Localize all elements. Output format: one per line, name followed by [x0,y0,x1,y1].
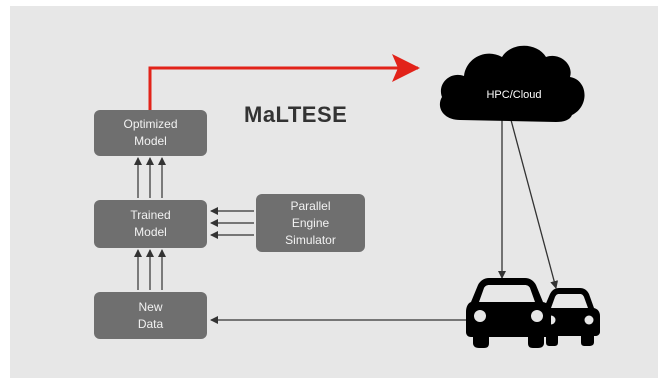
simulator-label-line3: Simulator [285,232,336,247]
arrow-cloud-to-car2 [510,119,559,289]
diagram-title: MaLTESE [244,102,348,127]
cloud-label: HPC/Cloud [486,89,542,101]
parallel-engine-simulator-node: Parallel Engine Simulator [256,194,365,252]
optimized-model-label-line1: Optimized [123,117,178,131]
trained-model-label-line1: Trained [130,208,171,222]
new-data-label-line2: Data [137,316,164,331]
new-data-label-line1: New [138,299,163,314]
red-arrow-to-cloud [148,54,420,110]
optimized-model-node: Optimized Model [94,110,207,156]
optimized-model-label-line2: Model [134,134,167,148]
trained-model-label-line2: Model [134,225,167,239]
simulator-label-line1: Parallel [290,198,331,213]
car-icon [540,288,600,346]
simulator-label-line2: Engine [291,215,330,230]
car-icon [466,278,551,348]
trained-model-node: Trained Model [94,200,207,248]
new-data-node: New Data [94,292,207,339]
cloud-icon [439,45,585,122]
